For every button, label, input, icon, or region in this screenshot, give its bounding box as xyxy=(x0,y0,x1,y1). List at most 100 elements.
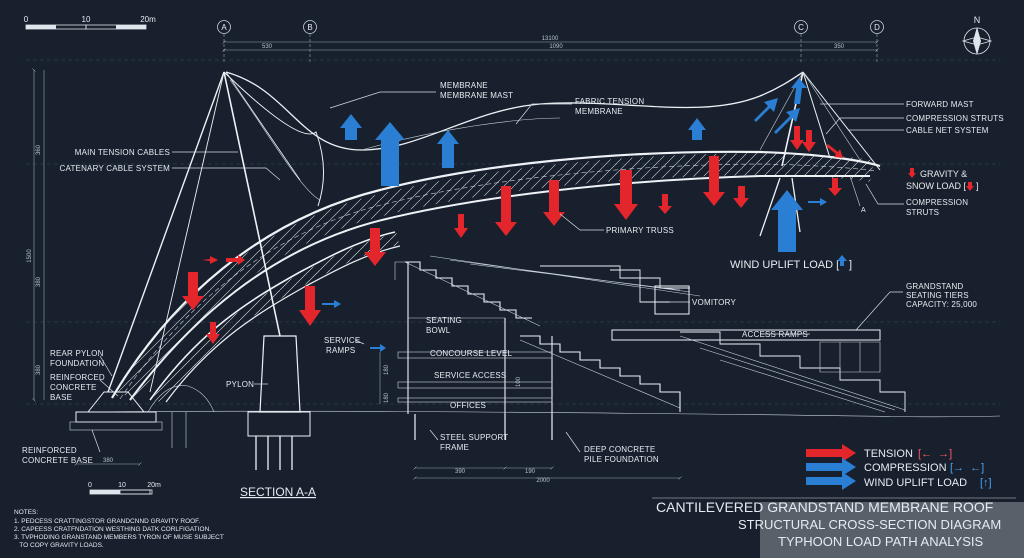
label-service-ramps-1: SERVICE xyxy=(324,336,360,345)
label-seating-tiers-3: CAPACITY: 25,000 xyxy=(906,300,977,309)
scale-bar-bottom: 0 10 20m xyxy=(88,482,161,495)
grandstand: 180 180 100 xyxy=(379,255,906,414)
gravity-arrow xyxy=(495,186,517,236)
dimension-grid: A B C D 13100 530 1090 350 360 1500 380 … xyxy=(24,15,1000,405)
dim-left-1: 360 xyxy=(36,144,42,155)
uplift-arrow xyxy=(771,190,803,252)
labels: MEMBRANE MEMBRANE MAST FABRIC TENSION ME… xyxy=(22,81,1004,465)
uplift-arrows xyxy=(322,78,827,352)
dim-top-total: 13100 xyxy=(542,36,559,42)
dim-level-3: 100 xyxy=(516,376,522,387)
label-deep-pile-1: DEEP CONCRETE xyxy=(584,445,655,454)
dim-bottom-2: 190 xyxy=(525,469,536,475)
gravity-arrow xyxy=(703,156,725,206)
label-compression-struts-right-2: STRUTS xyxy=(906,208,939,217)
label-vomitory: VOMITORY xyxy=(692,298,736,307)
label-gravity: GRAVITY & xyxy=(920,169,967,179)
tension-arrow xyxy=(202,256,218,264)
label-primary-truss: PRIMARY TRUSS xyxy=(606,226,674,235)
gravity-arrow xyxy=(182,272,204,310)
label-steel-frame-1: STEEL SUPPORT xyxy=(440,433,508,442)
label-pylon: PYLON xyxy=(226,380,254,389)
notes-line-1: 1. PEDCESS CRATTINGSTOR GRANDCNND GRAVIT… xyxy=(14,518,200,525)
service-ramp-arrow xyxy=(370,344,386,352)
label-reinforced-base-2: CONCRETE BASE xyxy=(22,456,93,465)
uplift-arrow xyxy=(340,114,362,140)
legend-uplift: WIND UPLIFT LOAD [↑] xyxy=(806,472,992,490)
label-seating-tiers-2: SEATING TIERS xyxy=(906,291,969,300)
label-membrane-mast: MEMBRANE MAST xyxy=(440,91,513,100)
scale-bottom-20: 20m xyxy=(147,482,161,489)
label-snow-load-close: ] xyxy=(976,181,979,191)
legend-tension-label: TENSION xyxy=(864,448,913,460)
scale-bar-top: 0 10 20m xyxy=(24,15,156,30)
label-access-ramps: ACCESS RAMPS xyxy=(742,330,808,339)
label-rear-pylon-1: REAR PYLON xyxy=(50,349,104,358)
dim-level-1: 180 xyxy=(384,364,390,375)
gravity-arrow xyxy=(614,170,638,220)
label-membrane: MEMBRANE xyxy=(440,81,488,90)
gravity-snow-label: GRAVITY & SNOW LOAD [ ] xyxy=(906,168,979,191)
tension-arrow xyxy=(826,144,843,158)
uplift-arrow xyxy=(791,78,807,104)
label-wind-uplift-close: ] xyxy=(849,259,852,271)
gravity-arrow xyxy=(206,322,220,344)
dim-left-4: 380 xyxy=(36,364,42,375)
label-fabric-membrane: MEMBRANE xyxy=(575,107,623,116)
dim-bottom-total: 2000 xyxy=(536,478,550,484)
dim-left-3: 380 xyxy=(36,276,42,287)
gravity-arrow xyxy=(790,126,804,150)
notes-line-2: 2. CAPEESS CRATFNDATION WESTHING DATK CO… xyxy=(14,526,211,533)
load-arrows xyxy=(182,78,843,352)
label-compression-struts-top: COMPRESSION STRUTS xyxy=(906,114,1004,123)
gravity-arrows xyxy=(182,126,843,344)
label-reinforced-2: CONCRETE xyxy=(50,383,97,392)
label-snow-load: SNOW LOAD [ xyxy=(906,181,967,191)
label-reinforced-base-1: REINFORCED xyxy=(22,446,77,455)
dim-span-bc: 1090 xyxy=(549,44,563,50)
label-concourse-level: CONCOURSE LEVEL xyxy=(430,349,512,358)
section-mark: A xyxy=(861,207,866,214)
gravity-arrow xyxy=(454,214,468,238)
label-seating-bowl-1: SEATING xyxy=(426,316,462,325)
tension-arrow xyxy=(226,255,245,265)
label-deep-pile-2: PILE FOUNDATION xyxy=(584,455,659,464)
legend-compression-symbols: [→ ←] xyxy=(950,462,984,474)
title-block: CANTILEVERED GRANDSTAND MEMBRANE ROOF ST… xyxy=(652,497,1024,558)
notes-line-4: TO COPY GRAVITY LOADS. xyxy=(14,542,104,549)
legend-tension-symbols: [← →] xyxy=(918,448,952,460)
scale-top-0: 0 xyxy=(24,15,29,24)
label-fabric-tension: FABRIC TENSION xyxy=(575,97,644,106)
uplift-arrow xyxy=(754,98,778,122)
compression-arrow xyxy=(322,300,341,308)
compression-arrow xyxy=(808,198,827,206)
dim-span-cd: 350 xyxy=(834,44,845,50)
uplift-arrow xyxy=(437,130,459,168)
label-service-ramps-2: RAMPS xyxy=(326,346,355,355)
label-compression-struts-right-1: COMPRESSION xyxy=(906,198,968,207)
subtitle: STRUCTURAL CROSS-SECTION DIAGRAM xyxy=(738,517,1001,532)
dim-left-2: 1500 xyxy=(27,249,33,263)
north-arrow: N xyxy=(961,15,993,55)
notes: NOTES: 1. PEDCESS CRATTINGSTOR GRANDCNND… xyxy=(14,509,224,549)
legend-tension: TENSION [← →] xyxy=(806,444,952,462)
dim-base-width: 380 xyxy=(103,458,114,464)
legend-compression-label: COMPRESSION xyxy=(864,462,947,474)
label-offices: OFFICES xyxy=(450,401,486,410)
label-reinforced-3: BASE xyxy=(50,393,72,402)
scale-bottom-10: 10 xyxy=(118,482,126,489)
scale-bottom-0: 0 xyxy=(88,482,92,489)
notes-line-3: 3. TVPHODING GRANSTAND MEMBERS TYRON OF … xyxy=(14,534,224,541)
notes-heading: NOTES: xyxy=(14,509,38,516)
label-service-access: SERVICE ACCESS xyxy=(434,371,506,380)
north-label: N xyxy=(974,15,981,25)
legend-uplift-label: WIND UPLIFT LOAD xyxy=(864,477,967,489)
uplift-arrow xyxy=(688,118,706,140)
subtitle-2: TYPHOON LOAD PATH ANALYSIS xyxy=(778,534,983,549)
axis-a-label: A xyxy=(221,23,227,32)
scale-top-10: 10 xyxy=(82,15,91,24)
legend-uplift-symbols: [↑] xyxy=(980,477,992,489)
legend-compression: COMPRESSION [→ ←] xyxy=(806,458,984,476)
label-cable-net: CABLE NET SYSTEM xyxy=(906,126,989,135)
